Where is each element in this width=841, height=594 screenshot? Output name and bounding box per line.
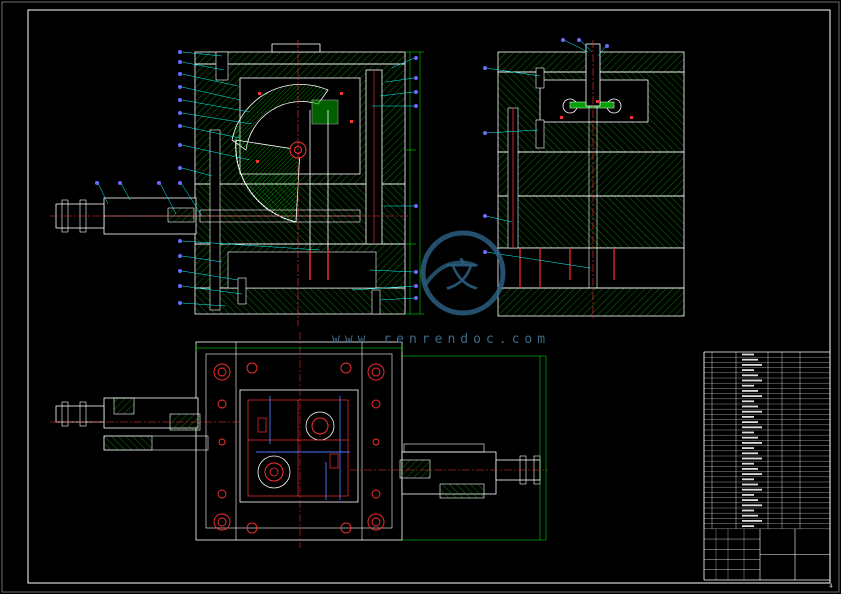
parts-row-mark: [742, 520, 762, 522]
watermark-logo: 文: [420, 230, 506, 316]
title-block: [703, 528, 831, 581]
parts-row-mark: [742, 421, 758, 423]
side-balloons: [483, 38, 609, 254]
parts-row-mark: [742, 462, 754, 465]
parts-row-mark: [742, 452, 758, 455]
parts-row-mark: [742, 390, 758, 392]
parts-list-table: [703, 351, 831, 529]
side-section-view: [497, 40, 685, 318]
parts-row-mark: [742, 514, 758, 517]
page-number: 4: [829, 583, 833, 590]
parts-row-mark: [742, 364, 762, 366]
front-balloons-right: [414, 56, 418, 300]
parts-row-mark: [742, 436, 758, 439]
front-leaders-right: [351, 57, 415, 301]
parts-row-mark: [742, 400, 754, 403]
watermark-url: www.renrendoc.com: [332, 332, 551, 347]
parts-row-mark: [742, 483, 758, 486]
parts-row-mark: [742, 499, 758, 501]
parts-row-mark: [742, 353, 754, 356]
parts-row-mark: [742, 457, 762, 460]
parts-row-mark: [742, 405, 758, 408]
parts-row-mark: [742, 416, 754, 418]
parts-row-mark: [742, 478, 754, 481]
parts-row-mark: [742, 431, 754, 434]
inner-frame: [27, 9, 831, 584]
parts-row-mark: [742, 395, 762, 397]
parts-row-mark: [742, 374, 758, 377]
front-balloons-left: [95, 50, 182, 305]
watermark-logo-char: 文: [445, 256, 479, 296]
parts-row-mark: [742, 358, 758, 361]
parts-row-mark: [742, 473, 762, 475]
parts-row-mark: [742, 488, 762, 491]
parts-row-mark: [742, 509, 754, 512]
parts-row-mark: [742, 384, 754, 387]
parts-row-mark: [742, 494, 754, 496]
front-section-view: [50, 40, 424, 326]
parts-row-mark: [742, 369, 754, 371]
parts-row-mark: [742, 504, 762, 507]
parts-row-mark: [742, 525, 754, 527]
parts-row-mark: [742, 442, 762, 444]
parts-row-mark: [742, 379, 762, 382]
parts-row-mark: [742, 426, 762, 429]
parts-row-mark: [742, 447, 754, 449]
parts-row-mark: [742, 468, 758, 470]
parts-row-mark: [742, 410, 762, 413]
front-leaders-left: [97, 51, 321, 307]
side-leaders: [485, 39, 607, 269]
top-plan-view: [50, 332, 548, 548]
